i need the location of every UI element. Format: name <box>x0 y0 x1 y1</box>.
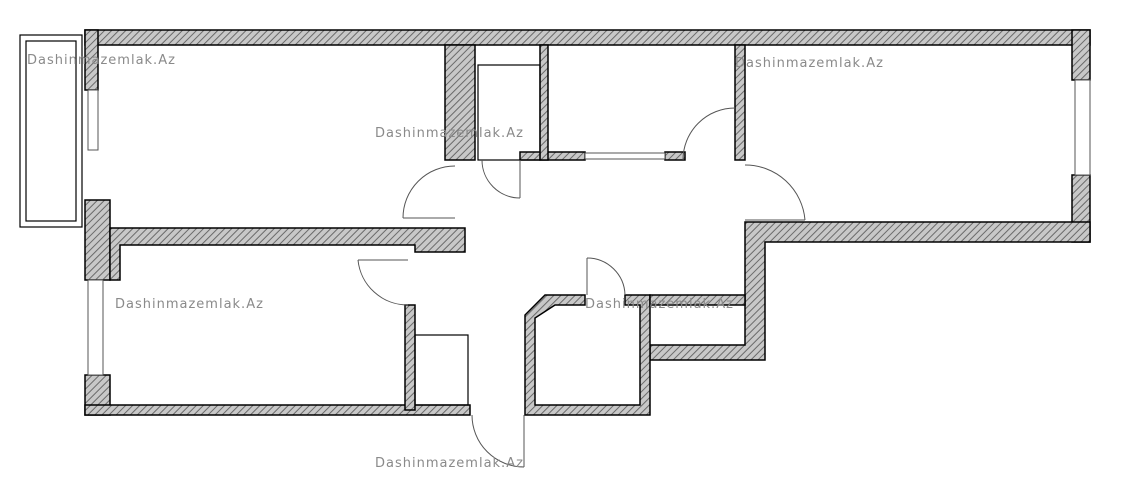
walls <box>84 29 1091 416</box>
doors <box>357 107 806 468</box>
watermark: Dashinmazemlak.Az <box>735 56 884 71</box>
fixtures <box>414 64 541 406</box>
watermark: Dashinmazemlak.Az <box>27 53 176 68</box>
balcony <box>19 34 83 228</box>
windows <box>87 79 1091 376</box>
watermark: Dashinmazemlak.Az <box>375 126 524 141</box>
watermark: Dashinmazemlak.Az <box>585 297 734 312</box>
watermark: Dashinmazemlak.Az <box>375 456 524 471</box>
watermark: Dashinmazemlak.Az <box>115 297 264 312</box>
